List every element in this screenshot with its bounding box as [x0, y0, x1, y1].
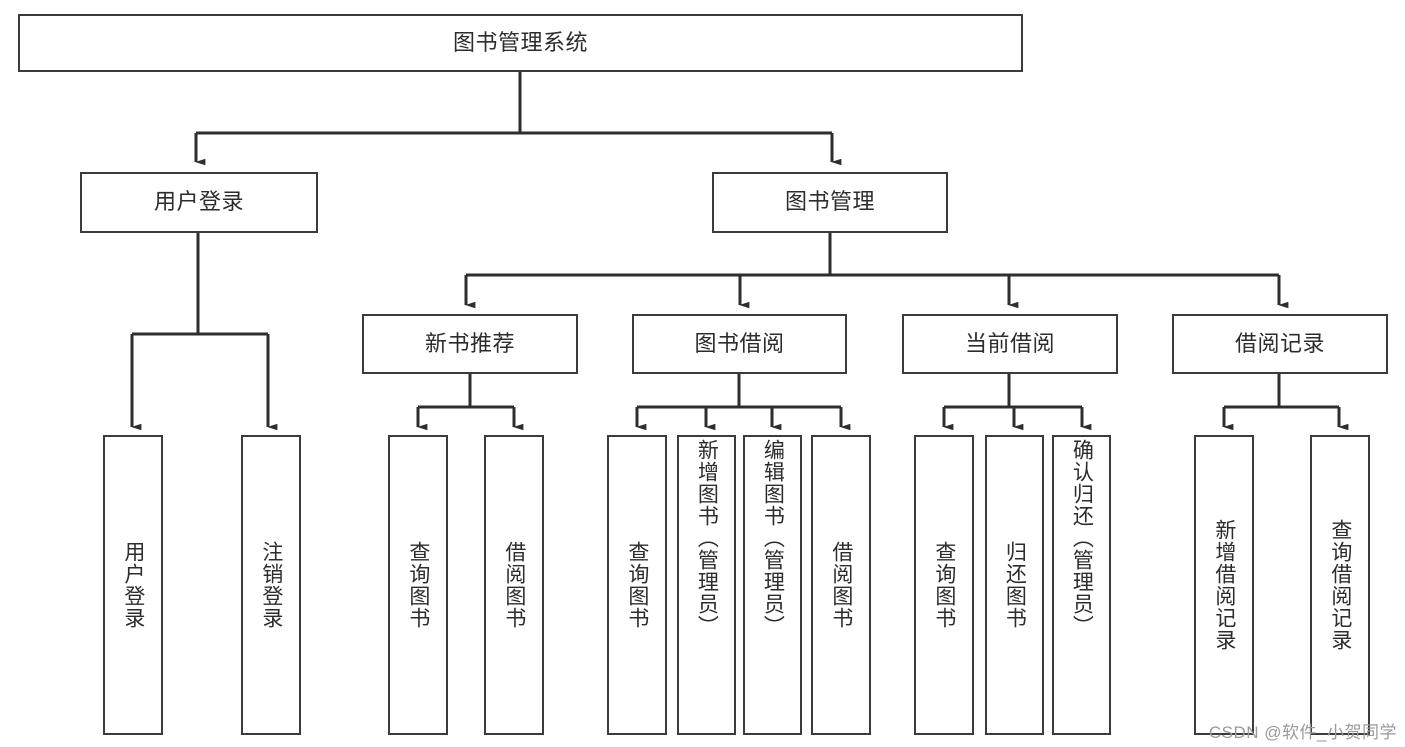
leaf-add-book-admin[interactable]: 新增图书（管理员）: [677, 435, 736, 735]
node-label: 查询图书: [932, 541, 956, 629]
node-label: 注销登录: [259, 541, 283, 629]
node-label: 借阅记录: [1234, 330, 1325, 356]
node-root-book-management-system[interactable]: 图书管理系统: [18, 14, 1023, 72]
node-book-borrow[interactable]: 图书借阅: [632, 314, 847, 374]
leaf-add-borrow-record[interactable]: 新增借阅记录: [1194, 435, 1254, 735]
node-current-borrow[interactable]: 当前借阅: [902, 314, 1118, 374]
leaf-borrow-book-new-book[interactable]: 借阅图书: [484, 435, 544, 735]
node-label: 图书管理系统: [452, 29, 588, 55]
node-label: 查询借阅记录: [1328, 519, 1352, 651]
leaf-return-book[interactable]: 归还图书: [985, 435, 1044, 735]
node-label: 当前借阅: [964, 330, 1055, 356]
node-label: 新增图书（管理员）: [695, 439, 719, 637]
watermark: CSDN @软件_小贺同学: [1208, 723, 1397, 742]
node-borrow-record[interactable]: 借阅记录: [1172, 314, 1388, 374]
node-user-login[interactable]: 用户登录: [80, 172, 318, 233]
node-label: 图书管理: [784, 189, 875, 215]
node-label: 新书推荐: [424, 330, 515, 356]
node-label: 用户登录: [121, 541, 145, 629]
node-label: 查询图书: [406, 541, 430, 629]
node-label: 查询图书: [625, 541, 649, 629]
node-label: 新增借阅记录: [1212, 519, 1236, 651]
leaf-logout-login[interactable]: 注销登录: [241, 435, 301, 735]
node-label: 归还图书: [1003, 541, 1027, 629]
node-label: 借阅图书: [502, 541, 526, 629]
leaf-query-book-new-book[interactable]: 查询图书: [388, 435, 448, 735]
node-label: 图书借阅: [694, 330, 785, 356]
leaf-borrow-book-borrow[interactable]: 借阅图书: [811, 435, 871, 735]
leaf-edit-book-admin[interactable]: 编辑图书（管理员）: [743, 435, 802, 735]
leaf-user-login[interactable]: 用户登录: [103, 435, 163, 735]
node-label: 用户登录: [153, 189, 244, 215]
node-book-management[interactable]: 图书管理: [712, 172, 948, 233]
node-new-book-recommendation[interactable]: 新书推荐: [362, 314, 578, 374]
leaf-confirm-return-admin[interactable]: 确认归还（管理员）: [1052, 435, 1111, 735]
node-label: 借阅图书: [829, 541, 853, 629]
leaf-query-book-borrow[interactable]: 查询图书: [607, 435, 667, 735]
leaf-query-borrow-record[interactable]: 查询借阅记录: [1310, 435, 1370, 735]
node-label: 确认归还（管理员）: [1070, 439, 1094, 637]
leaf-query-book-current[interactable]: 查询图书: [914, 435, 974, 735]
node-label: 编辑图书（管理员）: [761, 439, 785, 637]
